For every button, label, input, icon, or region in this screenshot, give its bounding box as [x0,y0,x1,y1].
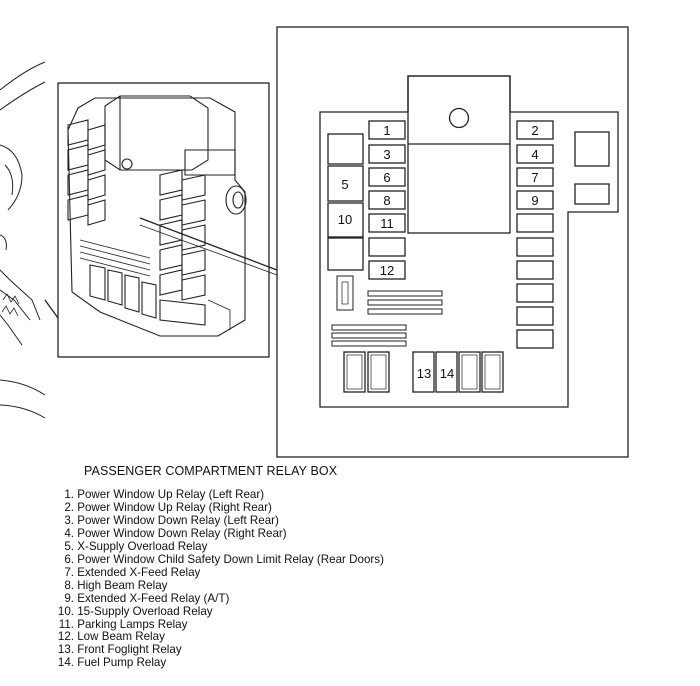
relay-slot-7 [516,167,554,187]
legend-item: 14. Fuel Pump Relay [57,656,167,670]
relay-label-1: 1 [383,123,390,138]
relay-slot-11 [368,213,406,233]
relay-label-11: 11 [380,216,394,231]
legend-item: 11. Parking Lamps Relay [58,617,188,631]
relay-legend: 1. Power Window Up Relay (Left Rear) 2. … [54,488,384,670]
relay-slot-4 [516,144,554,164]
dashboard-sketch [0,61,46,419]
relay-slot-9 [516,190,554,210]
relay-slot-5 [327,165,364,202]
central-block [407,75,511,234]
relay-label-9: 9 [531,193,538,208]
relay-slot-12 [368,260,406,280]
relay-label-14: 14 [440,366,454,381]
relay-slot-6 [368,167,406,187]
legend-item: 2. Power Window Up Relay (Right Rear) [64,500,272,514]
relay-slot-8 [368,190,406,210]
legend-item: 13. Front Foglight Relay [57,643,182,657]
relay-label-6: 6 [383,170,390,185]
relay-label-7: 7 [531,170,538,185]
relay-slot-13 [412,351,435,393]
relay-label-12: 12 [380,263,394,278]
relay-label-4: 4 [531,147,538,162]
legend-item: 8. High Beam Relay [64,578,168,592]
legend-item: 5. X-Supply Overload Relay [64,539,208,553]
detail-frame [276,26,629,458]
legend-item: 3. Power Window Down Relay (Left Rear) [64,513,279,527]
relay-label-5: 5 [341,177,348,192]
legend-item: 6. Power Window Child Safety Down Limit … [64,552,384,566]
mounting-hole [448,107,470,129]
legend-item: 12. Low Beam Relay [57,630,165,644]
leader-line [139,217,278,271]
inset-frame [57,82,270,358]
relay-box-perspective [67,95,247,337]
relay-slot-2 [516,120,554,140]
legend-item: 7. Extended X-Feed Relay [64,565,201,579]
legend-item: 10. 15-Supply Overload Relay [57,604,213,618]
fuse-strips [331,275,443,347]
legend-item: 9. Extended X-Feed Relay (A/T) [64,591,230,605]
relay-label-10: 10 [338,212,352,227]
relay-slot-3 [368,144,406,164]
relay-label-8: 8 [383,193,390,208]
relay-label-2: 2 [531,123,538,138]
relay-slot-14 [435,351,458,393]
legend-item: 1. Power Window Up Relay (Left Rear) [64,488,265,501]
relay-label-3: 3 [383,147,390,162]
relay-slot-1 [368,120,406,140]
legend-item: 4. Power Window Down Relay (Right Rear) [64,526,287,540]
relay-slot-10 [327,202,364,238]
diagram-caption: PASSENGER COMPARTMENT RELAY BOX [84,464,338,478]
bottom-fuses [343,351,504,393]
relay-label-13: 13 [417,366,431,381]
relay-box-diagram: 1 2 3 4 5 6 7 8 9 10 11 12 13 14 [0,26,629,458]
relay-slots [327,120,610,349]
